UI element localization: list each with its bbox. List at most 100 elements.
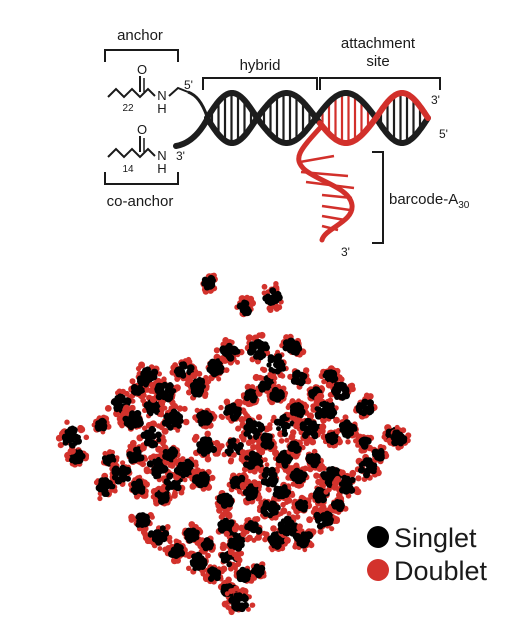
doublet-point — [193, 462, 199, 468]
prime-3-bottom: 3' — [341, 245, 350, 259]
doublet-point — [241, 466, 248, 473]
singlet-point — [333, 382, 341, 389]
cell-cluster — [261, 281, 284, 313]
doublet-point — [315, 478, 322, 486]
singlet-point — [109, 483, 116, 490]
singlet-point — [227, 541, 233, 548]
singlet-point — [250, 388, 255, 394]
singlet-point — [253, 433, 261, 441]
singlet-point — [239, 306, 247, 314]
cell-cluster — [142, 524, 173, 553]
cell-cluster — [313, 462, 348, 495]
singlet-point — [128, 452, 134, 458]
singlet-point — [245, 572, 252, 579]
singlet-point — [188, 366, 194, 373]
singlet-point — [257, 568, 265, 576]
singlet-point — [325, 374, 332, 382]
singlet-point — [129, 410, 136, 417]
singlet-point — [209, 361, 216, 367]
singlet-point — [307, 424, 314, 431]
singlet-point — [281, 484, 288, 490]
singlet-point — [322, 512, 329, 519]
doublet-point — [119, 422, 125, 429]
singlet-point — [281, 457, 289, 465]
doublet-point — [264, 462, 270, 468]
singlet-point — [250, 568, 257, 575]
doublet-point — [239, 449, 247, 456]
singlet-point — [300, 471, 308, 479]
doublet-point — [249, 299, 256, 307]
singlet-point — [147, 532, 154, 538]
doublet-point — [355, 442, 361, 448]
cell-cluster — [189, 467, 216, 492]
singlet-point — [350, 477, 355, 483]
doublet-point — [339, 469, 346, 477]
doublet-point — [224, 591, 230, 597]
cell-cluster — [251, 462, 280, 493]
cell-cluster — [226, 471, 249, 495]
doublet-point — [223, 530, 230, 538]
doublet-point — [142, 425, 148, 431]
cell-cluster — [285, 462, 310, 489]
doublet-point — [252, 480, 260, 488]
singlet-point — [276, 426, 281, 432]
singlet-point — [274, 419, 280, 425]
cell-cluster — [149, 376, 181, 407]
singlet-point — [72, 440, 79, 446]
cell-cluster — [150, 483, 173, 507]
barcode-label-subscript: 30 — [458, 200, 470, 211]
barcode-rung — [299, 154, 335, 164]
doublet-point — [308, 542, 315, 549]
doublet-point — [150, 453, 157, 460]
doublet-point — [293, 462, 300, 469]
doublet-point — [331, 483, 339, 491]
singlet-point — [247, 525, 253, 531]
singlet-point — [327, 401, 335, 408]
doublet-point — [204, 455, 212, 463]
singlet-point — [125, 468, 131, 474]
singlet-point — [247, 434, 253, 440]
doublet-point — [313, 472, 320, 479]
anchor-h-atom: H — [157, 101, 166, 116]
doublet-point — [327, 397, 334, 403]
doublet-point — [345, 439, 351, 445]
doublet-point — [219, 443, 225, 449]
singlet-point — [165, 450, 172, 458]
singlet-point — [252, 353, 260, 360]
singlet-point — [326, 475, 334, 483]
doublet-point — [235, 561, 242, 568]
singlet-point — [265, 480, 272, 487]
singlet-point — [198, 377, 205, 384]
doublet-point — [302, 547, 308, 553]
doublet-point — [186, 389, 193, 396]
singlet-point — [232, 544, 238, 550]
doublet-point — [233, 585, 240, 592]
doublet-point — [220, 541, 227, 548]
singlet-point — [177, 418, 184, 424]
singlet-point — [248, 393, 256, 401]
singlet-point — [103, 479, 109, 485]
singlet-point — [245, 494, 253, 502]
singlet-point — [282, 339, 291, 347]
singlet-point — [266, 504, 274, 512]
doublet-point — [236, 551, 242, 557]
singlet-point — [161, 496, 169, 504]
legend-singlet-label: Singlet — [394, 523, 477, 553]
cell-cluster — [310, 392, 340, 430]
doublet-point — [169, 462, 176, 469]
legend-doublet-marker — [367, 559, 389, 581]
doublet-point — [149, 514, 155, 520]
co-anchor-bracket — [104, 172, 179, 185]
singlet-point — [159, 525, 166, 532]
doublet-point — [278, 438, 285, 444]
singlet-point — [152, 531, 158, 537]
doublet-point — [218, 404, 224, 411]
doublet-point — [174, 376, 181, 382]
singlet-point — [172, 552, 180, 559]
doublet-point — [161, 427, 169, 435]
singlet-point — [201, 280, 208, 287]
attachment-label-line1: attachment — [341, 35, 416, 52]
singlet-point — [188, 534, 195, 542]
doublet-point — [240, 530, 247, 538]
anchor-o-atom: O — [137, 62, 147, 77]
